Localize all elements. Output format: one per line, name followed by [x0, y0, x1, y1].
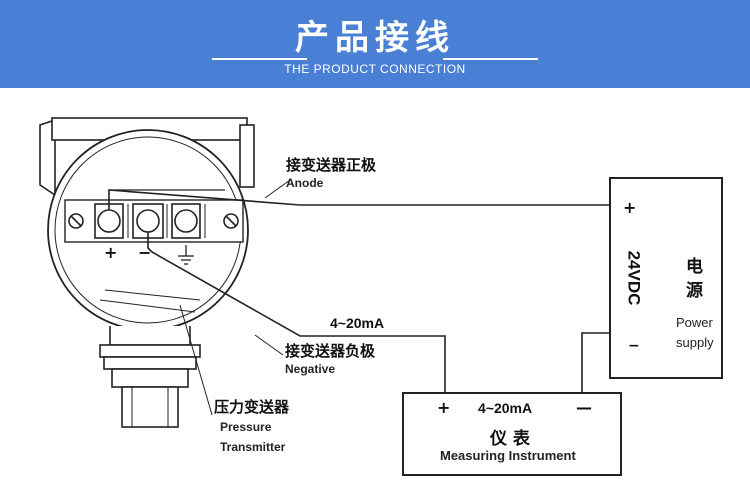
instrument-box — [402, 392, 622, 476]
wiring-diagram — [39, 117, 723, 476]
negative-label-en: Negative — [285, 362, 336, 376]
page-subtitle: THE PRODUCT CONNECTION — [284, 62, 466, 76]
title-divider-left — [212, 58, 307, 60]
transmitter-label-cn: 压力变送器 — [214, 398, 290, 416]
transmitter-label-en2: Transmitter — [220, 440, 286, 454]
negative-label-cn: 接变送器负极 — [285, 342, 376, 360]
ground-symbol — [178, 245, 194, 265]
power-label-cn1: 电 — [686, 257, 703, 277]
anode-label-en: Anode — [286, 176, 324, 190]
terminal-minus-label: − — [138, 243, 152, 262]
page-title: 产品接线 — [295, 18, 455, 58]
transmitter-housing — [39, 117, 255, 428]
instrument-minus-label: — — [576, 398, 592, 417]
loop-current-label: 4~20mA — [330, 315, 385, 331]
terminal-plus-label: + — [104, 243, 118, 262]
instrument-label-cn: 仪 表 — [490, 429, 530, 449]
power-plus-label: + — [623, 198, 637, 217]
anode-label-cn: 接变送器正极 — [286, 156, 377, 174]
header-banner: 产品接线 THE PRODUCT CONNECTION — [0, 0, 750, 88]
negative-wire — [151, 251, 446, 420]
power-label-en2: supply — [676, 335, 714, 350]
power-minus-label: − — [628, 338, 640, 354]
transmitter-label-en1: Pressure — [220, 420, 272, 434]
anode-wire — [108, 189, 610, 210]
power-supply-box — [609, 177, 723, 379]
return-wire — [581, 332, 610, 393]
terminal-block — [64, 199, 244, 243]
power-voltage-label: 24VDC — [624, 250, 644, 306]
instrument-label-en: Measuring Instrument — [440, 448, 576, 463]
power-label-cn2: 源 — [686, 281, 703, 301]
instrument-plus-label: + — [437, 398, 451, 417]
power-label-en1: Power — [676, 315, 713, 330]
instrument-current-label: 4~20mA — [478, 400, 533, 416]
title-divider-right — [443, 58, 538, 60]
